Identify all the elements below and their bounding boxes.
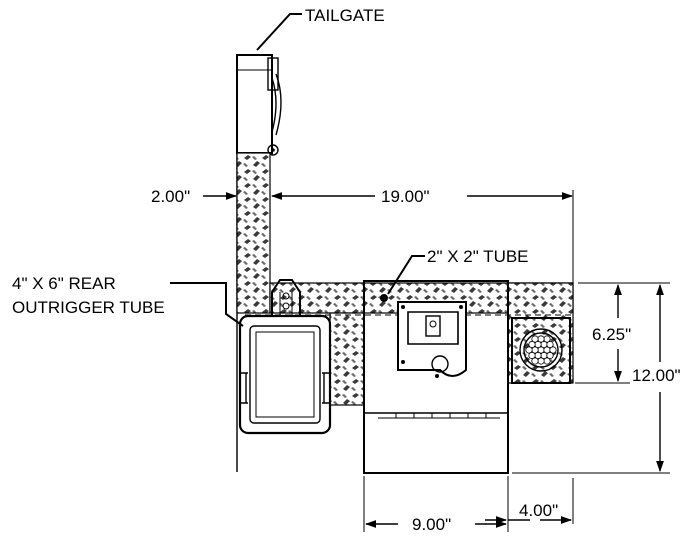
small-tube-dot-icon xyxy=(380,294,388,302)
storage-box-group: 2" X 2" TUBE xyxy=(363,247,529,474)
tailgate-latch-icon xyxy=(267,144,279,156)
light-housing xyxy=(511,317,571,384)
outrigger-label-line1: 4" X 6" REAR xyxy=(12,274,116,293)
paddle-latch-handle xyxy=(407,311,459,345)
tail-light-group xyxy=(511,317,571,384)
outrigger-tube-core xyxy=(255,331,315,418)
tailgate-label: TAILGATE xyxy=(305,6,385,25)
paddle-latch-mount-icon xyxy=(431,355,449,373)
outrigger-leader-line xyxy=(170,282,244,327)
outrigger-bolt-icon-2 xyxy=(282,302,290,310)
dim-width-label: 19.00" xyxy=(381,187,430,206)
small-tube-leader-line xyxy=(387,255,425,295)
dimensions-group: 2.00" 19.00" 6.25" 12.00" 9.00" 4.00" xyxy=(151,187,681,534)
latch-rivet-icon-1 xyxy=(401,305,405,309)
tailgate-cable xyxy=(275,73,282,136)
tailgate-leader-line xyxy=(256,13,302,51)
dim-box-width-label: 9.00" xyxy=(412,515,451,534)
latch-rivet-icon-4 xyxy=(435,374,439,378)
tail-light-inner-icon xyxy=(523,332,559,368)
floor-diamond-plate-lower xyxy=(329,312,365,406)
tailgate-hinge xyxy=(267,57,279,91)
dim-upper-height-label: 6.25" xyxy=(592,325,631,344)
left-wall-diamond-plate xyxy=(236,152,271,314)
dim-left-offset-label: 2.00" xyxy=(151,187,190,206)
outrigger-clip-right xyxy=(322,372,329,404)
latch-rivet-icon-2 xyxy=(459,305,463,309)
tailgate-cable-inner xyxy=(271,77,277,133)
outrigger-clip-left xyxy=(241,372,248,404)
storage-box-hinge-ticks xyxy=(395,413,487,418)
outrigger-label-line2: OUTRIGGER TUBE xyxy=(12,298,165,317)
outrigger-bolt-icon xyxy=(282,292,290,300)
paddle-latch-lock-icon xyxy=(425,315,441,337)
paddle-latch-keyhole-icon xyxy=(429,320,437,328)
small-tube-label: 2" X 2" TUBE xyxy=(427,247,529,266)
dim-total-height-label: 12.00" xyxy=(632,366,681,385)
dim-light-width-label: 4.00" xyxy=(519,501,558,520)
tail-light-outer-icon xyxy=(519,328,563,372)
storage-box xyxy=(363,280,509,474)
left-wall-group xyxy=(236,152,271,314)
outrigger-bracket xyxy=(271,279,301,316)
latch-rivet-icon-3 xyxy=(401,360,405,364)
outrigger-group: 4" X 6" REAR OUTRIGGER TUBE xyxy=(12,274,332,435)
tail-light-led-cluster-icon xyxy=(525,335,557,365)
tailgate-latch-pin-icon xyxy=(271,148,275,152)
